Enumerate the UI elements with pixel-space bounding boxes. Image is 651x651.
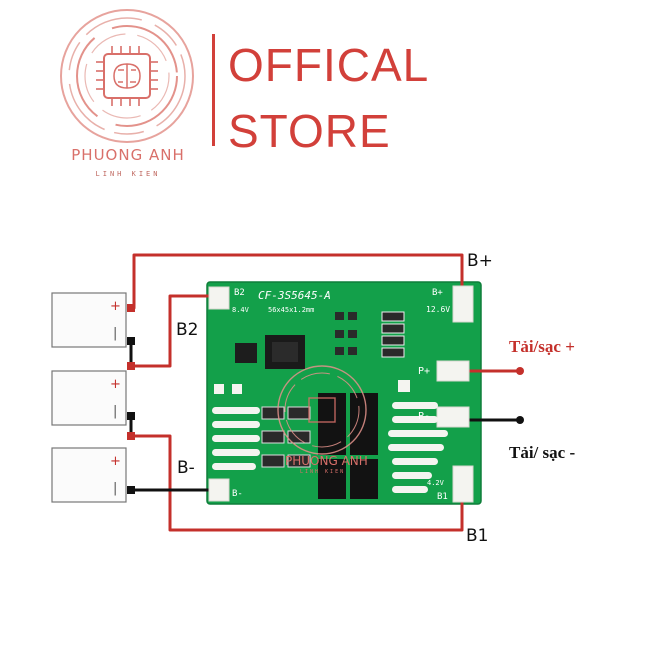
battery-2-plus-sign: +: [110, 377, 121, 392]
pcb-pad-pplus-text: P+: [418, 366, 431, 377]
pcb-size-text: 56x45x1.2mm: [268, 306, 315, 314]
pad-b2: [208, 286, 230, 310]
pad-b-minus: [208, 478, 230, 502]
watermark-emblem: [277, 365, 367, 455]
pcb-voltage-top-text: 12.6V: [426, 305, 451, 314]
brand-logo-emblem: [60, 9, 194, 143]
label-b1: B1: [466, 526, 489, 546]
battery-2-minus-sign: |: [113, 404, 118, 419]
label-load-charge-minus: Tải/ sạc -: [509, 443, 576, 462]
wire-endpoint-red: [127, 304, 524, 440]
label-b-minus: B-: [177, 458, 195, 478]
store-title-line1: OFFICAL: [228, 39, 430, 91]
pcb-voltage-left-text: 8.4V: [232, 306, 249, 314]
pcb-pad-b2-text: B2: [234, 288, 245, 298]
pcb-model-text: CF-3S5645-A: [258, 289, 331, 302]
store-title-line2: STORE: [228, 105, 391, 157]
pcb-slots: [212, 402, 448, 493]
header-divider: [212, 34, 215, 146]
pcb-pad-bplus-text: B+: [432, 288, 443, 298]
battery-1-plus-sign: +: [110, 299, 121, 314]
logo-subtitle-text: LINH KIEN: [95, 170, 161, 178]
label-b2: B2: [176, 320, 199, 340]
pad-p-plus: [436, 360, 470, 382]
wire-endpoint-black: [127, 337, 524, 494]
battery-1-minus-sign: |: [113, 326, 118, 341]
pcb-pad-pminus-text: P-: [418, 411, 431, 422]
watermark-subtitle-text: LINH KIEN: [300, 469, 346, 475]
watermark-brand-text: PHUONG ANH: [285, 454, 368, 468]
battery-cell-1: [51, 292, 127, 348]
battery-3-plus-sign: +: [110, 454, 121, 469]
pad-b1: [452, 465, 474, 503]
pad-p-minus: [436, 406, 470, 428]
battery-cell-3: [51, 447, 127, 503]
pad-b-plus: [452, 285, 474, 323]
label-b-plus: B+: [467, 251, 493, 271]
battery-cell-2: [51, 370, 127, 426]
wire-b1: [131, 434, 464, 532]
battery-3-minus-sign: |: [113, 481, 118, 496]
wire-b2: [131, 294, 218, 368]
pcb-pad-b1-text: B1: [437, 492, 448, 502]
label-load-charge-plus: Tải/sạc +: [509, 337, 575, 356]
pcb-voltage-bottom-text: 4.2V: [427, 479, 444, 487]
logo-brand-text: PHUONG ANH: [71, 146, 185, 164]
pcb-components: [214, 311, 410, 499]
pcb-pad-bminus-text: B-: [232, 489, 243, 499]
